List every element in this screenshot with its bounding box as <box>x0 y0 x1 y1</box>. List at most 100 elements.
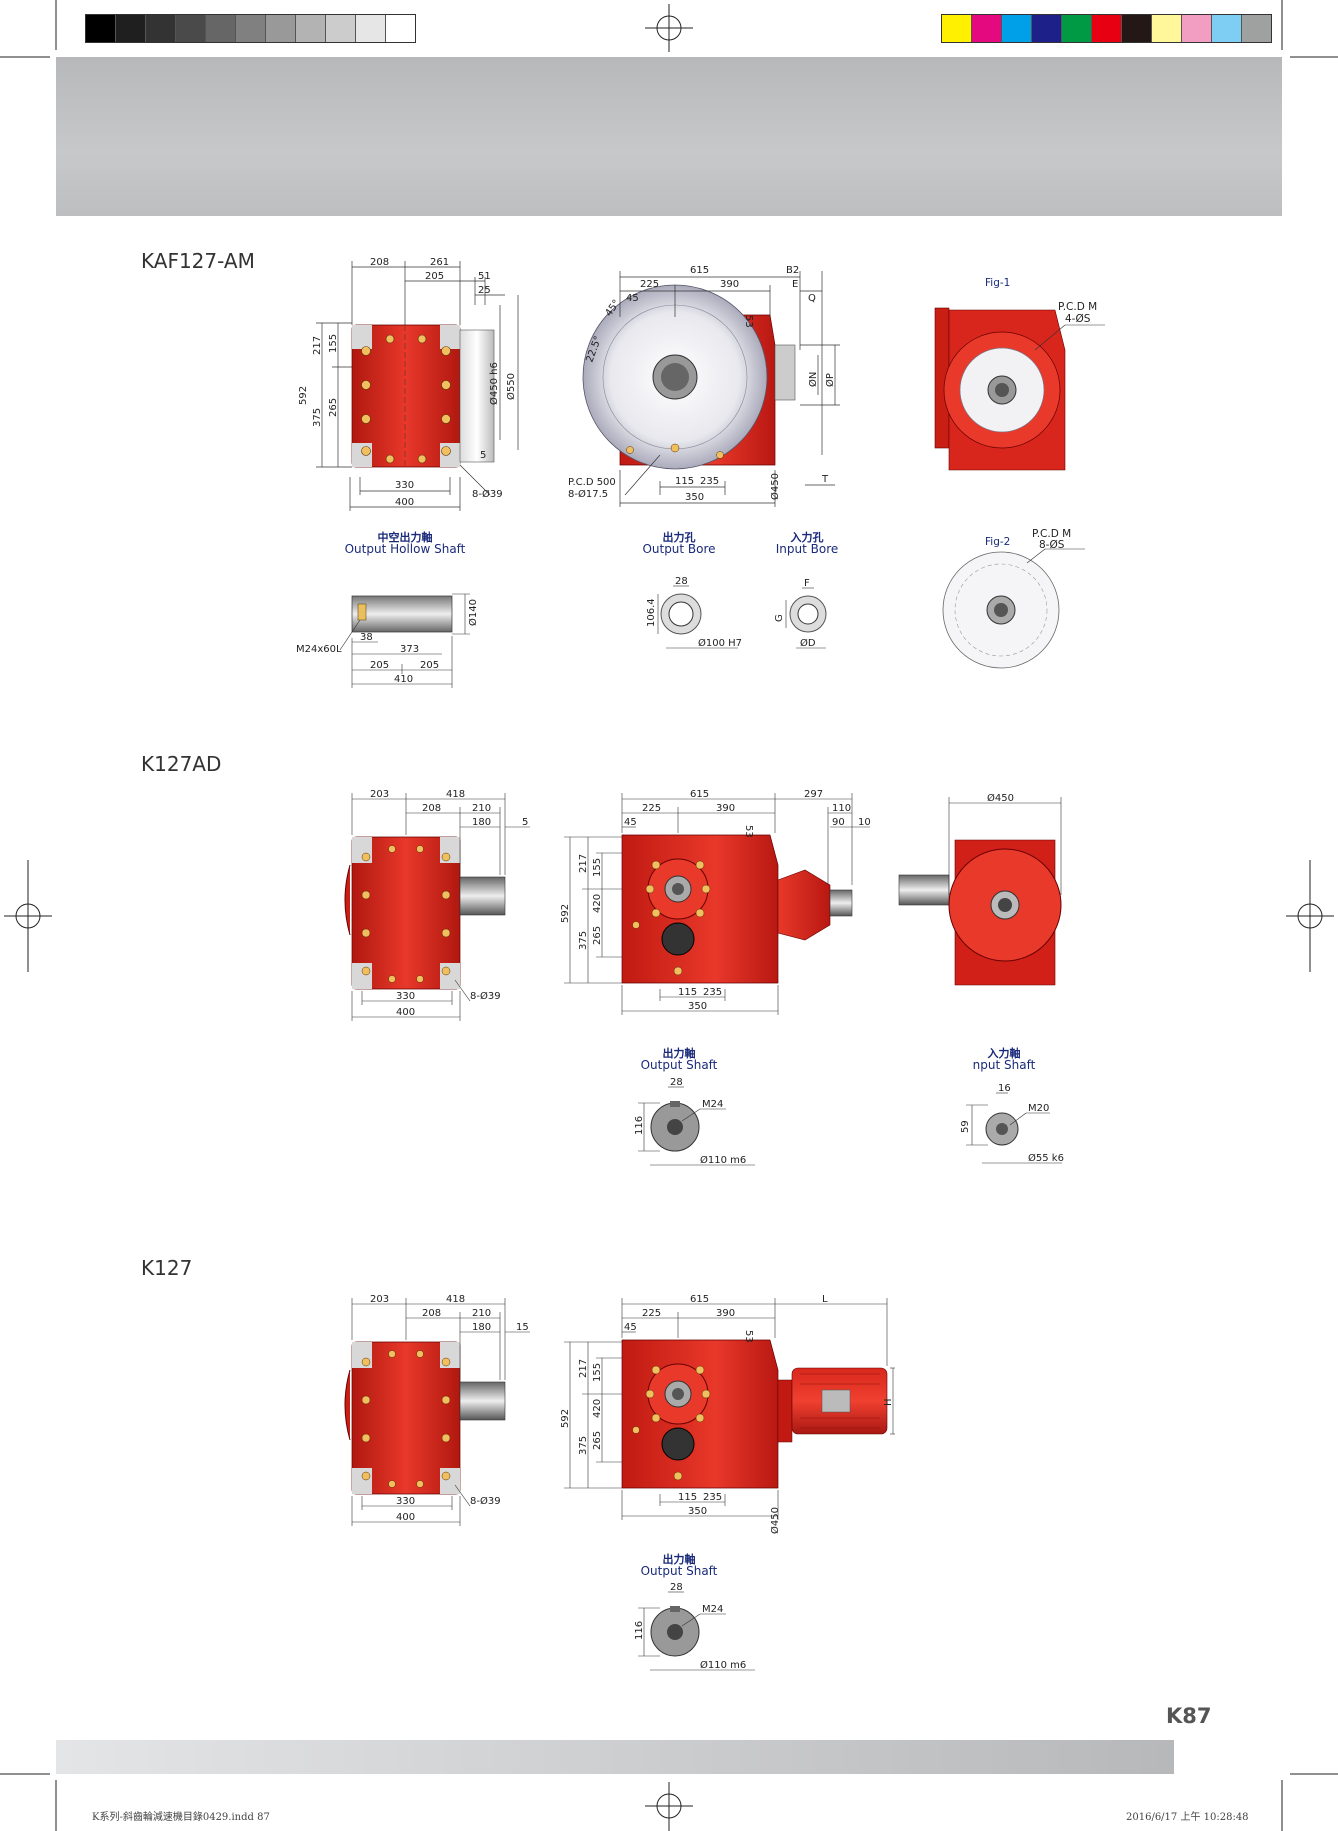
input-bore-en: Input Bore <box>775 542 839 556</box>
dim-265: 265 <box>328 398 339 417</box>
fig2-holes: 8-ØS <box>1039 539 1065 551</box>
k127ad-input-shaft-cn: 入力軸 <box>987 1047 1021 1060</box>
dim-28: 28 <box>675 576 688 587</box>
color-swatch-7 <box>1152 15 1182 42</box>
dim-51: 51 <box>478 271 491 282</box>
footer-file-name: K系列-斜齒輪減速機目錄0429.indd 87 <box>92 1812 270 1823</box>
dim-450h6: Ø450 h6 <box>488 362 500 405</box>
dim-550: Ø550 <box>505 373 517 400</box>
dim-53: 53 <box>743 825 754 838</box>
dim-B2: B2 <box>786 265 799 276</box>
fig2-drawing: Fig-2 P.C.D M 8-ØS <box>942 528 1085 669</box>
dim-180: 180 <box>472 1322 491 1333</box>
gray-swatch-10 <box>386 15 415 42</box>
dim-116: 116 <box>634 1621 645 1640</box>
dim-390: 390 <box>720 279 739 290</box>
section-title-k127ad: K127AD <box>141 752 222 776</box>
dim-225: 225 <box>642 803 661 814</box>
hollow-shaft-drawing: Ø140 38 373 M24x60L 205 205 410 <box>296 593 479 688</box>
gray-swatch-7 <box>296 15 326 42</box>
dim-D: ØD <box>800 637 816 649</box>
gray-swatch-8 <box>326 15 356 42</box>
hollow-shaft-en: Output Hollow Shaft <box>344 542 466 556</box>
dim-235: 235 <box>700 476 719 487</box>
color-swatch-8 <box>1182 15 1212 42</box>
dim-615: 615 <box>690 1294 709 1305</box>
color-swatch-3 <box>1032 15 1062 42</box>
header-band <box>56 57 1282 216</box>
dim-375: 375 <box>312 408 323 427</box>
dim-330: 330 <box>395 480 414 491</box>
dim-45: 45 <box>624 817 637 828</box>
grayscale-bar <box>85 14 416 43</box>
output-bore-drawing: 28 106.4 Ø100 H7 <box>646 576 742 649</box>
output-bore-en: Output Bore <box>642 542 716 556</box>
dim-holes: 8-Ø39 <box>470 990 501 1002</box>
dim-L: L <box>822 1294 828 1305</box>
color-swatch-2 <box>1002 15 1032 42</box>
dim-203: 203 <box>370 789 389 800</box>
dim-208: 208 <box>422 803 441 814</box>
dim-375: 375 <box>578 931 589 950</box>
dim-205b: 205 <box>420 660 439 671</box>
dim-116: 116 <box>634 1116 645 1135</box>
dim-110m6: Ø110 m6 <box>700 1154 746 1166</box>
dim-5: 5 <box>522 817 528 828</box>
kaf-side-view: 208 261 205 51 25 217 155 592 265 375 5 … <box>298 257 519 511</box>
dim-418: 418 <box>446 1294 465 1305</box>
dim-350: 350 <box>688 1506 707 1517</box>
dim-15: 15 <box>516 1322 529 1333</box>
color-swatch-6 <box>1122 15 1152 42</box>
dim-450: Ø450 <box>987 792 1014 804</box>
dim-375: 375 <box>578 1436 589 1455</box>
k127ad-output-shaft-drawing: 28 M24 116 Ø110 m6 <box>634 1077 755 1166</box>
dim-16: 16 <box>998 1083 1011 1094</box>
output-bore-cn: 出力孔 <box>662 531 696 544</box>
dim-203: 203 <box>370 1294 389 1305</box>
dim-265: 265 <box>592 1431 603 1450</box>
input-bore-drawing: F G ØD <box>774 578 827 649</box>
dim-390: 390 <box>716 803 735 814</box>
k127ad-end-view: Ø450 <box>898 792 1062 986</box>
hollow-shaft-cn: 中空出力軸 <box>377 531 433 544</box>
dim-217: 217 <box>578 854 589 873</box>
dim-400: 400 <box>395 497 414 508</box>
dim-592: 592 <box>298 386 309 405</box>
dim-225: 225 <box>640 279 659 290</box>
color-swatch-1 <box>972 15 1002 42</box>
color-swatch-0 <box>942 15 972 42</box>
dim-28: 28 <box>670 1582 683 1593</box>
dim-217: 217 <box>578 1359 589 1378</box>
dim-217: 217 <box>312 336 323 355</box>
dim-373: 373 <box>400 644 419 655</box>
dim-225: 225 <box>642 1308 661 1319</box>
color-swatch-10 <box>1242 15 1271 42</box>
gray-swatch-0 <box>86 15 116 42</box>
page-number: K87 <box>1166 1704 1212 1728</box>
dim-205: 205 <box>425 271 444 282</box>
fig1-label: Fig-1 <box>985 277 1010 289</box>
input-bore-cn: 入力孔 <box>790 531 824 544</box>
gray-swatch-4 <box>206 15 236 42</box>
fig1-holes: 4-ØS <box>1065 313 1091 325</box>
gray-swatch-6 <box>266 15 296 42</box>
dim-330: 330 <box>396 1496 415 1507</box>
footer-timestamp: 2016/6/17 上午 10:28:48 <box>1126 1812 1249 1823</box>
dim-38: 38 <box>360 632 373 643</box>
dim-G: G <box>774 614 785 622</box>
dim-115: 115 <box>678 1492 697 1503</box>
dim-205a: 205 <box>370 660 389 671</box>
dim-420: 420 <box>592 894 603 913</box>
dim-400: 400 <box>396 1512 415 1523</box>
dim-350: 350 <box>688 1001 707 1012</box>
dim-110m6: Ø110 m6 <box>700 1659 746 1671</box>
dim-59: 59 <box>960 1120 971 1133</box>
dim-m24: M24 <box>702 1604 723 1615</box>
dim-55k6: Ø55 k6 <box>1028 1152 1064 1164</box>
dim-155: 155 <box>592 1363 603 1382</box>
dim-pcd500: P.C.D 500 <box>568 477 616 488</box>
k127ad-side-view: 203 418 208 210 180 5 330 400 8-Ø39 <box>344 789 530 1021</box>
dim-615: 615 <box>690 789 709 800</box>
dim-106-4: 106.4 <box>646 598 657 627</box>
